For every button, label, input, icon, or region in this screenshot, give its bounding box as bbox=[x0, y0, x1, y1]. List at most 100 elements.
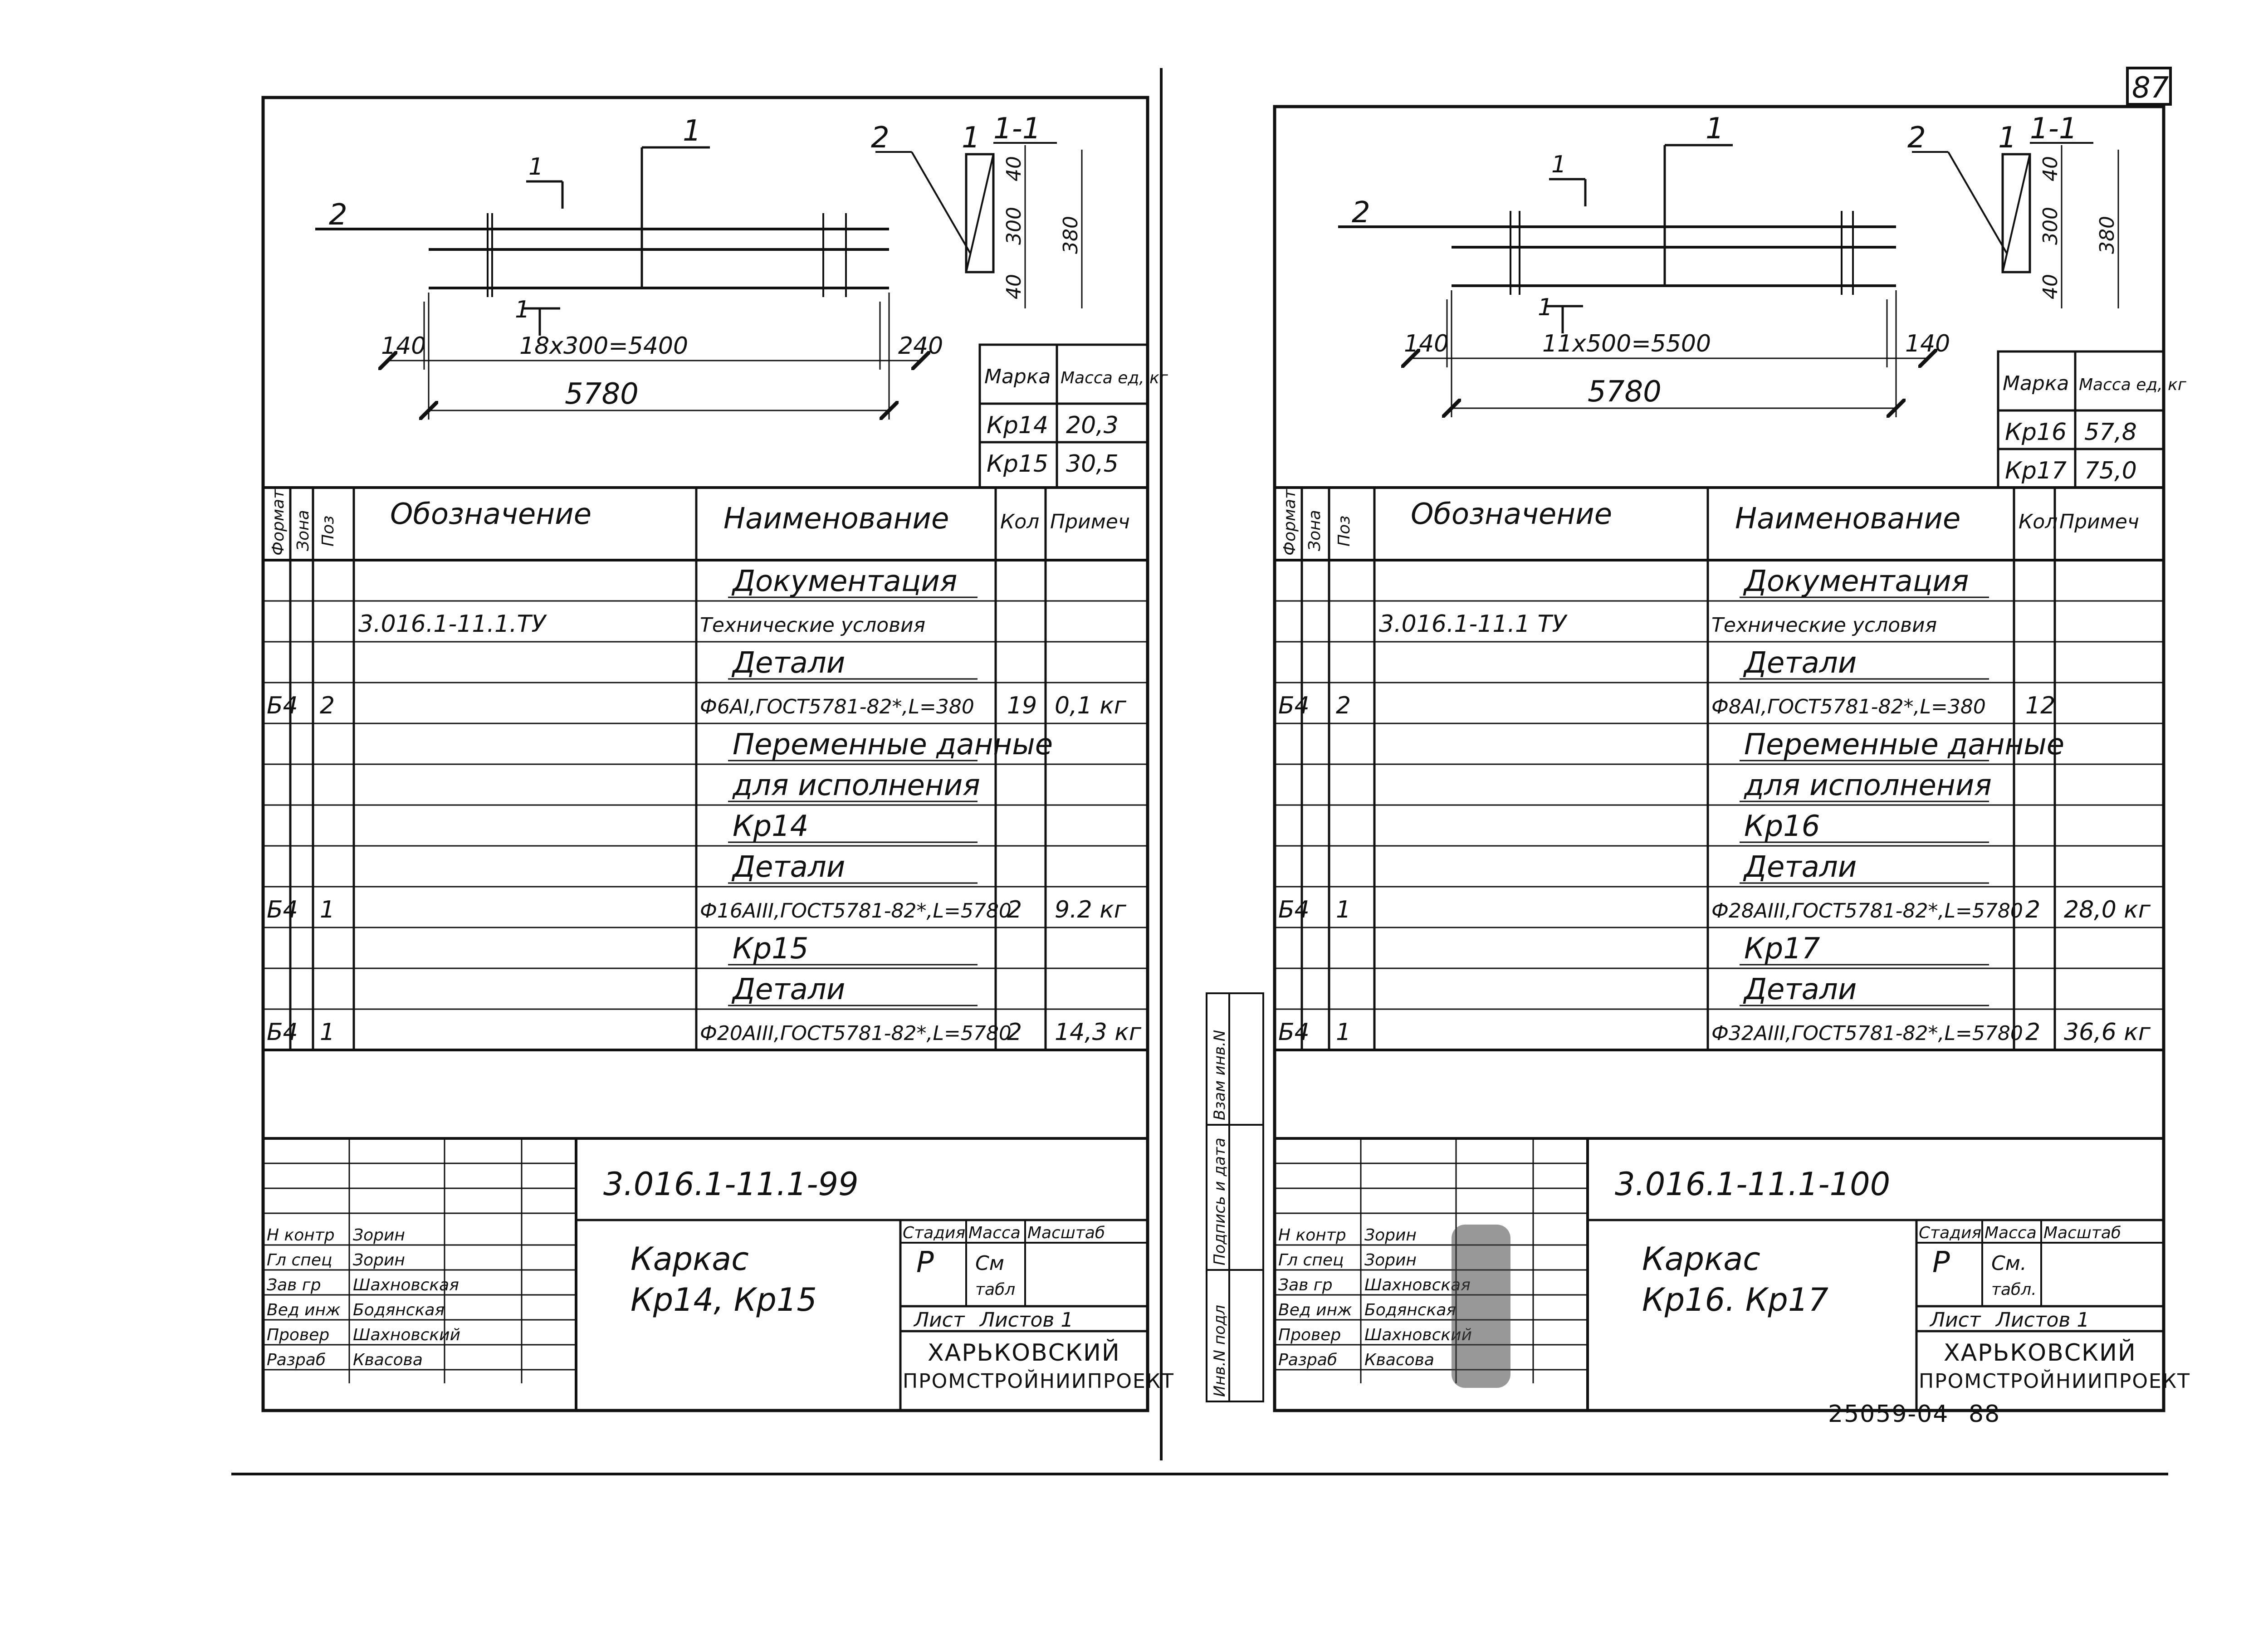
spec-header-name: Наименование bbox=[1735, 502, 1960, 536]
spec-row-position: 1 bbox=[1336, 1019, 1351, 1046]
dim-left: 140 bbox=[1404, 330, 1449, 357]
binding-strip bbox=[1206, 992, 1264, 1402]
position-1-label: 1 bbox=[1706, 112, 1724, 146]
spec-row-name: Ф6АI,ГОСТ5781-82*,L=380 bbox=[700, 695, 974, 718]
signer-name: Зорин bbox=[1364, 1251, 1417, 1269]
signer-role: Гл спец bbox=[267, 1251, 332, 1269]
archive-code: 25059-04 bbox=[1828, 1401, 1949, 1428]
section-dim-mid: 300 bbox=[2039, 207, 2062, 245]
spec-row-note: 9.2 кг bbox=[1055, 896, 1127, 923]
section-diagonal bbox=[965, 154, 994, 273]
sheet-label: Лист bbox=[1929, 1308, 1981, 1332]
mass-value-line1: См. bbox=[1991, 1252, 2027, 1275]
dim-mid: 18x300=5400 bbox=[519, 332, 688, 360]
signer-name: Квасова bbox=[1364, 1351, 1434, 1369]
spec-row-position: 1 bbox=[1336, 896, 1351, 923]
binding-label-inv: Инв.N подл bbox=[1211, 1305, 1229, 1397]
spec-header-zone: Зона bbox=[1305, 510, 1324, 551]
dim-total: 5780 bbox=[565, 377, 639, 411]
drawing-title-line1: Каркас bbox=[631, 1240, 749, 1278]
mass-header: Масса bbox=[1984, 1224, 2037, 1242]
spec-row-quantity: 2 bbox=[2025, 896, 2040, 923]
spec-row-note: 36,6 кг bbox=[2064, 1019, 2151, 1046]
spec-row-section-heading: Кр16 bbox=[1744, 810, 1820, 843]
organization-line1: ХАРЬКОВСКИЙ bbox=[928, 1339, 1120, 1367]
dim-right: 140 bbox=[1905, 330, 1950, 357]
section-position-2-label: 2 bbox=[1907, 121, 1926, 155]
mass-table-mass: 20,3 bbox=[1066, 412, 1119, 439]
page-number-box: 87 bbox=[2126, 67, 2172, 106]
signature-blot bbox=[1452, 1225, 1510, 1388]
spec-row-section-heading: для исполнения bbox=[1744, 769, 1992, 802]
spec-row-format: Б4 bbox=[1278, 896, 1310, 923]
dim-right: 240 bbox=[898, 332, 943, 360]
dim-mid: 11x500=5500 bbox=[1542, 330, 1711, 357]
mass-table-header-mass: Масса ед, кг bbox=[2079, 376, 2187, 394]
mass-value-line2: табл bbox=[975, 1280, 1015, 1299]
signer-name: Зорин bbox=[1364, 1226, 1417, 1245]
spec-row-position: 1 bbox=[320, 896, 335, 923]
drawing-title-line2: Кр14, Кр15 bbox=[631, 1281, 817, 1318]
stage-header: Стадия bbox=[903, 1224, 965, 1242]
signer-role: Вед инж bbox=[267, 1301, 341, 1319]
spec-row-section-heading: Детали bbox=[731, 850, 845, 884]
section-position-2-label: 2 bbox=[871, 121, 890, 155]
mass-table-mass: 30,5 bbox=[1066, 450, 1119, 478]
spec-row-section-heading: Детали bbox=[731, 973, 845, 1006]
spec-row-section-heading: Документация bbox=[731, 565, 957, 598]
archive-page: 88 bbox=[1969, 1401, 2000, 1428]
spec-row-section-heading: Кр14 bbox=[733, 810, 809, 843]
signer-name: Зорин bbox=[353, 1226, 405, 1245]
spec-header-format: Формат bbox=[269, 489, 288, 556]
spec-row-section-heading: Переменные данные bbox=[733, 728, 1053, 762]
spec-row-note: 0,1 кг bbox=[1055, 692, 1127, 719]
spec-row-section-heading: Кр17 bbox=[1744, 932, 1820, 966]
spec-row-name: Технические условия bbox=[700, 614, 925, 637]
spec-row-designation: 3.016.1-11.1.ТУ bbox=[358, 610, 547, 638]
spec-header-note: Примеч bbox=[2059, 510, 2139, 533]
mass-value-line2: табл. bbox=[1991, 1280, 2037, 1299]
spec-row-note: 28,0 кг bbox=[2064, 896, 2151, 923]
spec-row-position: 2 bbox=[320, 692, 335, 719]
signer-role: Провер bbox=[267, 1326, 329, 1344]
spec-row-format: Б4 bbox=[267, 692, 298, 719]
drawing-title-line2: Кр16. Кр17 bbox=[1642, 1281, 1828, 1318]
position-2-label: 2 bbox=[329, 198, 347, 232]
mass-table-header-mass: Масса ед, кг bbox=[1061, 369, 1168, 387]
position-2-label: 2 bbox=[1352, 196, 1370, 229]
spec-row-note: 14,3 кг bbox=[1055, 1019, 1142, 1046]
spec-row-section-heading: Переменные данные bbox=[1744, 728, 2064, 762]
spec-row-position: 2 bbox=[1336, 692, 1351, 719]
drawing-code: 3.016.1-11.1-99 bbox=[603, 1166, 859, 1203]
mass-table-mark: Кр15 bbox=[987, 450, 1048, 478]
section-outline bbox=[965, 153, 995, 273]
signer-role: Н контр bbox=[267, 1226, 335, 1245]
sheet-label: Лист bbox=[913, 1308, 965, 1332]
spec-header-pos: Поз bbox=[319, 516, 337, 547]
spec-row-quantity: 2 bbox=[2025, 1019, 2040, 1046]
spec-row-name: Ф8АI,ГОСТ5781-82*,L=380 bbox=[1711, 695, 1986, 718]
drawing-title-line1: Каркас bbox=[1642, 1240, 1760, 1278]
cut-label-top: 1 bbox=[1551, 151, 1566, 178]
signer-name: Зорин bbox=[353, 1251, 405, 1269]
signer-role: Зав гр bbox=[267, 1276, 321, 1294]
spec-row-format: Б4 bbox=[267, 1019, 298, 1046]
spec-header-designation: Обозначение bbox=[1411, 498, 1612, 531]
section-title: 1-1 bbox=[2030, 112, 2077, 146]
spec-row-position: 1 bbox=[320, 1019, 335, 1046]
spec-header-name: Наименование bbox=[723, 502, 949, 536]
spec-row-section-heading: Документация bbox=[1743, 565, 1969, 598]
spec-row-designation: 3.016.1-11.1 ТУ bbox=[1379, 610, 1568, 638]
section-dim-total: 380 bbox=[2096, 216, 2119, 254]
spec-row-name: Ф16АIII,ГОСТ5781-82*,L=5780 bbox=[700, 899, 1012, 923]
section-diagonal bbox=[2002, 154, 2031, 273]
section-dim-bottom: 40 bbox=[2039, 274, 2062, 299]
